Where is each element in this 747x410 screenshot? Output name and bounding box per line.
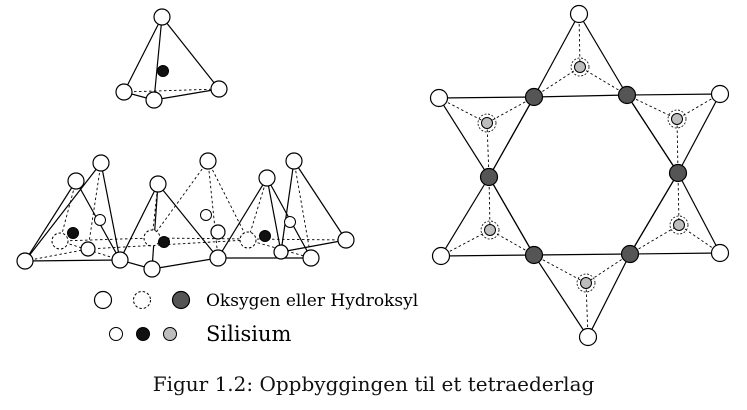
oxygen-atom: [285, 152, 303, 170]
oxygen-atom: [143, 260, 161, 278]
silicon-ring: [570, 57, 590, 77]
silicon-atom: [284, 216, 296, 228]
oxygen-atom: [273, 244, 289, 260]
shared-oxygen-atom: [524, 245, 544, 265]
oxygen-atom: [337, 231, 355, 249]
silicon-atom: [671, 113, 683, 125]
silicon-atom: [67, 227, 79, 239]
silicon-atom: [158, 236, 170, 248]
legend-silicon-black-icon: [136, 327, 150, 341]
oxygen-atom: [569, 4, 589, 24]
legend-silicon-label: Silisium: [206, 322, 292, 346]
single-tetrahedron: [115, 8, 228, 109]
shared-oxygen-atom: [620, 244, 640, 264]
legend-silicon-row: Silisium: [109, 322, 292, 346]
oxygen-atom: [258, 169, 276, 187]
oxygen-atom-hidden: [239, 231, 257, 249]
silicon-ring: [480, 220, 500, 240]
oxygen-atom: [16, 252, 34, 270]
legend-oxygen-label: Oksygen eller Hydroksyl: [206, 291, 418, 311]
oxygen-atom: [111, 251, 129, 269]
silicon-ring: [477, 113, 497, 133]
legend-silicon-grey-icon: [163, 327, 177, 341]
oxygen-atom: [431, 246, 451, 266]
silicon-atom: [481, 117, 493, 129]
silicon-atom: [484, 224, 496, 236]
silicon-ring: [669, 215, 689, 235]
legend: Oksygen eller Hydroksyl Silisium: [93, 290, 418, 346]
legend-silicon-white-icon: [109, 327, 123, 341]
oxygen-atom: [578, 327, 598, 347]
oxygen-atom: [210, 80, 228, 98]
silicon-atom: [94, 214, 106, 226]
silicon-ring: [667, 109, 687, 129]
oxygen-atom: [302, 249, 320, 267]
silicon-atom: [574, 61, 586, 73]
shared-oxygen-atom: [668, 163, 688, 183]
shared-oxygen-atom: [524, 87, 544, 107]
shared-oxygen-atom: [479, 167, 499, 187]
legend-oxygen-row: Oksygen eller Hydroksyl: [93, 290, 418, 311]
hexagonal-tetrahedral-ring: [429, 4, 730, 347]
shared-oxygen-atom: [617, 85, 637, 105]
oxygen-atom: [145, 91, 163, 109]
oxygen-atom: [92, 154, 110, 172]
oxygen-atom-hidden: [143, 229, 161, 247]
legend-oxygen-hidden-icon: [133, 291, 151, 309]
oxygen-atom-hidden: [51, 232, 69, 250]
oxygen-atom: [199, 152, 217, 170]
oxygen-atom: [710, 243, 730, 263]
legend-oxygen-white-icon: [93, 290, 113, 310]
oxygen-atom: [149, 175, 167, 193]
oxygen-atom: [80, 241, 96, 257]
oxygen-atom: [710, 84, 730, 104]
silicon-ring: [576, 273, 596, 293]
figure-caption: Figur 1.2: Oppbyggingen til et tetraeder…: [152, 372, 595, 396]
legend-oxygen-shared-icon: [171, 290, 191, 310]
silicon-atom: [157, 65, 169, 77]
oxygen-atom: [209, 249, 227, 267]
silicon-atom: [259, 230, 271, 242]
oxygen-atom: [210, 224, 226, 240]
silicon-atom: [580, 277, 592, 289]
silicon-atom: [200, 209, 212, 221]
oxygen-atom: [429, 88, 449, 108]
oxygen-atom: [115, 83, 133, 101]
oxygen-atom: [67, 172, 85, 190]
oxygen-atom: [153, 8, 171, 26]
silicon-atom: [673, 219, 685, 231]
tetrahedra-chain: [16, 152, 355, 278]
